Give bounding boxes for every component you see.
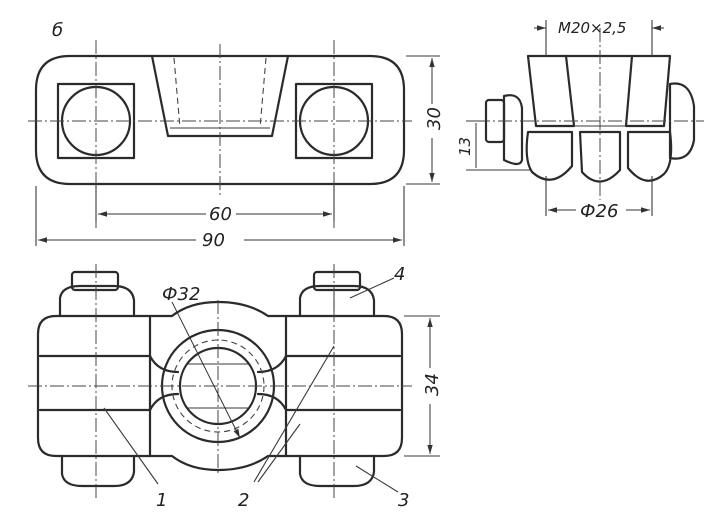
side-upper-left-block	[526, 54, 576, 128]
dim-30-label: 30	[424, 107, 445, 130]
dim-32-label: Ф32	[162, 284, 200, 305]
side-lower-mid-block	[578, 130, 622, 183]
callout-2-leader-a	[253, 345, 335, 483]
dia32-leader	[171, 301, 241, 439]
plan-curve-bl	[148, 392, 180, 412]
callout-3-leader	[355, 465, 399, 493]
callout-1-leader	[103, 407, 159, 485]
plan-body-left	[36, 314, 152, 458]
plan-view: Ф32 34 1 2 3 4	[28, 264, 443, 511]
side-bolt-left	[502, 94, 524, 166]
plan-curve-tl	[148, 354, 180, 374]
callout-2-label: 2	[238, 490, 249, 511]
side-upper-right-block	[624, 54, 672, 128]
callout-1-label: 1	[156, 490, 167, 511]
dim-90-label: 90	[202, 230, 225, 251]
callout-3-label: 3	[398, 490, 409, 511]
front-body-outline	[34, 54, 406, 186]
side-lower-right-block	[626, 130, 673, 182]
callout-4-leader	[349, 277, 395, 299]
plan-body-right	[284, 314, 404, 458]
side-lower-left-block	[525, 130, 574, 181]
front-thread-hidden-right	[259, 57, 267, 129]
thread-label: M20×2,5	[558, 19, 626, 37]
front-thread-hidden-left	[173, 57, 181, 129]
plan-web-bottom	[148, 454, 288, 472]
plan-bolt-head-top-left	[70, 270, 120, 292]
plan-nut-top-right	[298, 284, 376, 318]
plan-bolt-head-top-right	[312, 270, 362, 292]
callout-4-label: 4	[394, 264, 405, 285]
dim-26-label: Ф26	[580, 201, 618, 222]
front-view: 60 90 30	[28, 40, 445, 251]
dim-34-label: 34	[422, 373, 443, 396]
side-section-view: M20×2,5 13 Ф26	[456, 19, 704, 222]
plan-nut-bottom-left	[60, 454, 136, 488]
dim-60-label: 60	[209, 204, 232, 225]
side-bolt-right	[668, 82, 696, 160]
view-label: б	[52, 20, 63, 41]
plan-nut-bottom-right	[298, 454, 376, 488]
callout-2-leader-b	[257, 423, 301, 483]
plan-curve-br	[256, 392, 288, 412]
plan-nut-top-left	[58, 284, 136, 318]
dim-13-label: 13	[456, 137, 474, 156]
